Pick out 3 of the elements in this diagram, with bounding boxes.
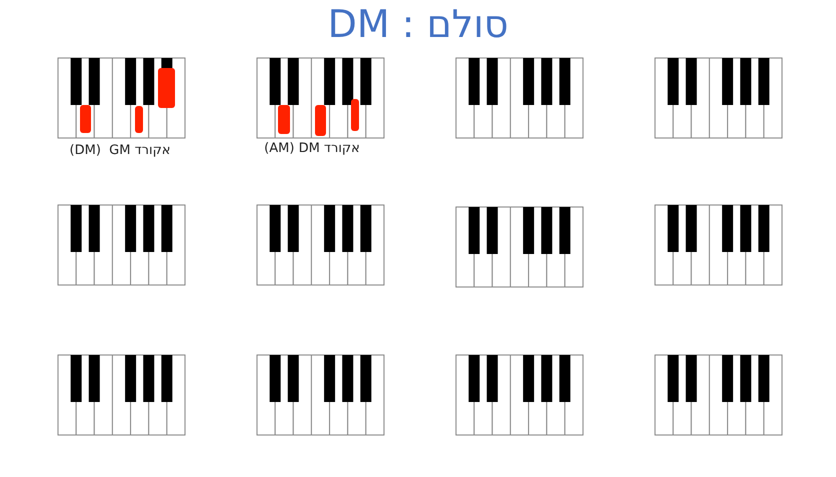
title: DM : סולם [328, 2, 508, 46]
chord-label: (DM) GM אקורד [70, 143, 170, 158]
chord-label: (AM) DM אקורד [264, 141, 360, 156]
